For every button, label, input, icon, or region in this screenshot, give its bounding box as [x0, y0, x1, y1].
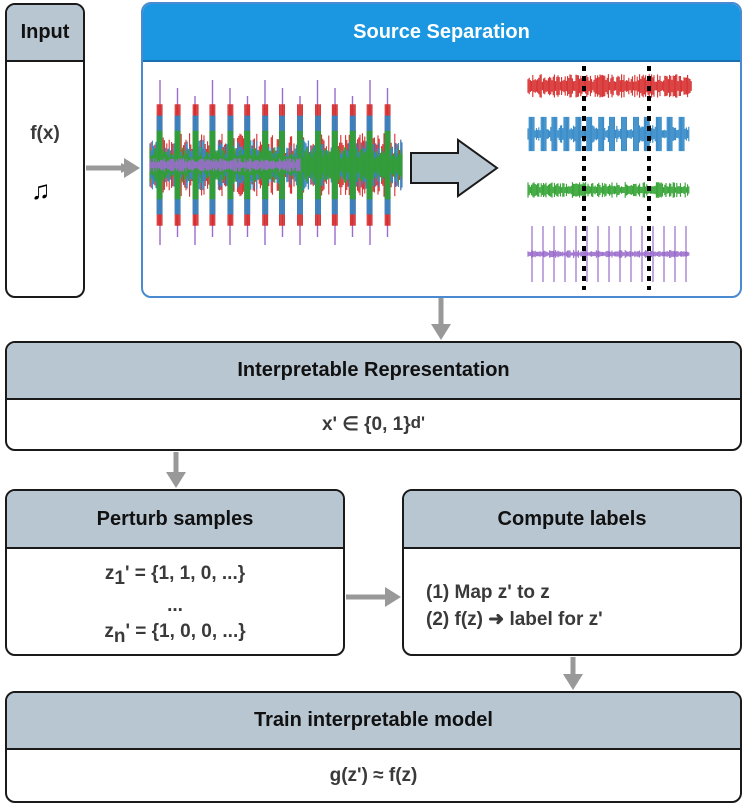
separated-waveforms — [527, 74, 692, 282]
train-model-body: g(z') ≈ f(z) — [7, 750, 740, 801]
compute-step-1: (1) Map z' to z — [426, 582, 550, 603]
train-model-box: Train interpretable model g(z') ≈ f(z) — [5, 691, 742, 803]
mixture-waveform — [149, 80, 403, 245]
perturb-samples-header: Perturb samples — [7, 491, 343, 549]
input-title: Input — [20, 21, 70, 43]
interpretable-representation-title: Interpretable Representation — [237, 359, 510, 381]
perturb-ellipsis: ... — [167, 595, 183, 616]
zn-subscript: n — [113, 625, 126, 647]
z1-values: ' = {1, 1, 0, ...} — [124, 563, 246, 584]
interpretable-representation-header: Interpretable Representation — [7, 343, 740, 400]
perturb-samples-box: Perturb samples z1' = {1, 1, 0, ...} ...… — [5, 489, 345, 656]
input-header: Input — [7, 5, 83, 62]
compute-labels-box: Compute labels (1) Map z' to z (2) f(z) … — [402, 489, 742, 656]
perturb-line-zn: zn' = {1, 0, 0, ...} — [7, 621, 343, 648]
input-fx: f(x) — [30, 123, 60, 144]
source-separation-header: Source Separation — [143, 4, 740, 62]
representation-superscript: d' — [410, 412, 426, 432]
interpretable-representation-body: x' ∈ {0, 1}d' — [7, 400, 740, 449]
separation-arrow — [410, 138, 499, 198]
train-model-header: Train interpretable model — [7, 693, 740, 750]
train-model-title: Train interpretable model — [254, 709, 493, 731]
music-note-icon: ♫ — [31, 175, 51, 205]
compute-labels-header: Compute labels — [404, 491, 740, 549]
zn-values: ' = {1, 0, 0, ...} — [125, 621, 246, 642]
compute-labels-title: Compute labels — [497, 507, 647, 530]
zn-var: z — [104, 621, 114, 642]
separated-blue-track — [527, 116, 690, 152]
separated-red-track — [527, 74, 692, 98]
source-separation-title: Source Separation — [353, 20, 530, 43]
representation-formula: x' ∈ {0, 1} — [321, 414, 411, 435]
separated-purple-track — [527, 250, 690, 258]
train-formula: g(z') ≈ f(z) — [329, 764, 418, 786]
input-box: Input f(x) ♫ — [5, 3, 85, 298]
perturb-samples-title: Perturb samples — [96, 507, 254, 530]
z1-subscript: 1 — [114, 567, 125, 589]
mixture-purple-layer — [149, 158, 301, 172]
separated-green-track — [527, 182, 690, 198]
compute-step-2: (2) f(z) ➜ label for z' — [426, 609, 603, 630]
perturb-line-z1: z1' = {1, 1, 0, ...} — [7, 563, 343, 590]
z1-var: z — [104, 563, 115, 584]
interpretable-representation-box: Interpretable Representation x' ∈ {0, 1}… — [5, 341, 742, 451]
